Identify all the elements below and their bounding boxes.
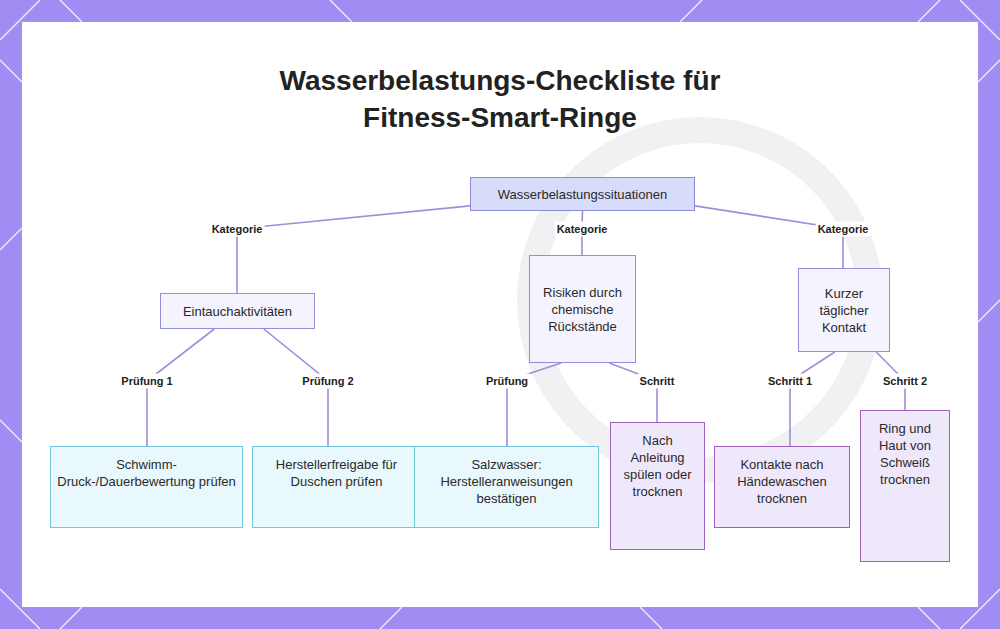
node-text: Salzwasser: Herstelleranweisungen bestät… bbox=[421, 456, 592, 507]
node-text-wrap: Nach Anleitung spülen oder trocknen bbox=[617, 432, 698, 500]
edge-label: Prüfung bbox=[484, 374, 530, 389]
node-text: Nach Anleitung spülen oder trocknen bbox=[617, 432, 698, 500]
check-box: Herstellerfreigabe für Duschen prüfen bbox=[252, 446, 421, 528]
connector-line bbox=[695, 206, 843, 268]
node-text-wrap: Wasserbelastungssituationen bbox=[498, 186, 667, 203]
category-box: Kurzer täglicher Kontakt bbox=[798, 268, 890, 352]
node-text-wrap: Eintauchaktivitäten bbox=[183, 303, 292, 320]
connector-line bbox=[237, 206, 470, 293]
check-box: Schwimm- Druck-/Dauerbewertung prüfen bbox=[50, 446, 243, 528]
root-box: Wasserbelastungssituationen bbox=[470, 177, 695, 211]
check-box: Nach Anleitung spülen oder trocknen bbox=[610, 422, 705, 550]
node-text: Kontakte nach Händewaschen trocknen bbox=[721, 456, 843, 507]
node-text: Herstellerfreigabe für Duschen prüfen bbox=[259, 456, 414, 490]
node-text: Wasserbelastungssituationen bbox=[498, 186, 667, 203]
node-text-wrap: Herstellerfreigabe für Duschen prüfen bbox=[259, 456, 414, 490]
check-box: Ring und Haut von Schweiß trocknen bbox=[860, 410, 950, 562]
node-text: Ring und Haut von Schweiß trocknen bbox=[867, 420, 943, 488]
check-box: Salzwasser: Herstelleranweisungen bestät… bbox=[414, 446, 599, 528]
edge-label: Kategorie bbox=[210, 222, 265, 237]
node-text-wrap: Salzwasser: Herstelleranweisungen bestät… bbox=[421, 456, 592, 507]
edge-label: Prüfung 1 bbox=[119, 374, 174, 389]
node-text: Risiken durch chemische Rückstände bbox=[536, 284, 629, 335]
edge-label: Schritt 1 bbox=[766, 374, 814, 389]
node-text-wrap: Kontakte nach Händewaschen trocknen bbox=[721, 456, 843, 507]
diagram-title: Wasserbelastungs-Checkliste für Fitness-… bbox=[230, 62, 770, 136]
node-text-wrap: Kurzer täglicher Kontakt bbox=[805, 285, 883, 336]
connector-line bbox=[790, 352, 835, 446]
node-text-wrap: Ring und Haut von Schweiß trocknen bbox=[867, 420, 943, 488]
check-box: Kontakte nach Händewaschen trocknen bbox=[714, 446, 850, 528]
connector-line bbox=[609, 363, 657, 422]
node-text: Kurzer täglicher Kontakt bbox=[805, 285, 883, 336]
node-text-wrap: Schwimm- Druck-/Dauerbewertung prüfen bbox=[57, 456, 236, 490]
edge-label: Prüfung 2 bbox=[300, 374, 355, 389]
node-text: Eintauchaktivitäten bbox=[183, 303, 292, 320]
edge-label: Kategorie bbox=[555, 222, 610, 237]
node-text-wrap: Risiken durch chemische Rückstände bbox=[536, 284, 629, 335]
edge-label: Schritt 2 bbox=[881, 374, 929, 389]
edge-label: Kategorie bbox=[816, 222, 871, 237]
category-box: Risiken durch chemische Rückstände bbox=[529, 255, 636, 363]
node-text: Schwimm- Druck-/Dauerbewertung prüfen bbox=[57, 456, 236, 490]
edge-label: Schritt bbox=[638, 374, 677, 389]
content-panel bbox=[22, 22, 978, 607]
category-box: Eintauchaktivitäten bbox=[160, 293, 315, 329]
